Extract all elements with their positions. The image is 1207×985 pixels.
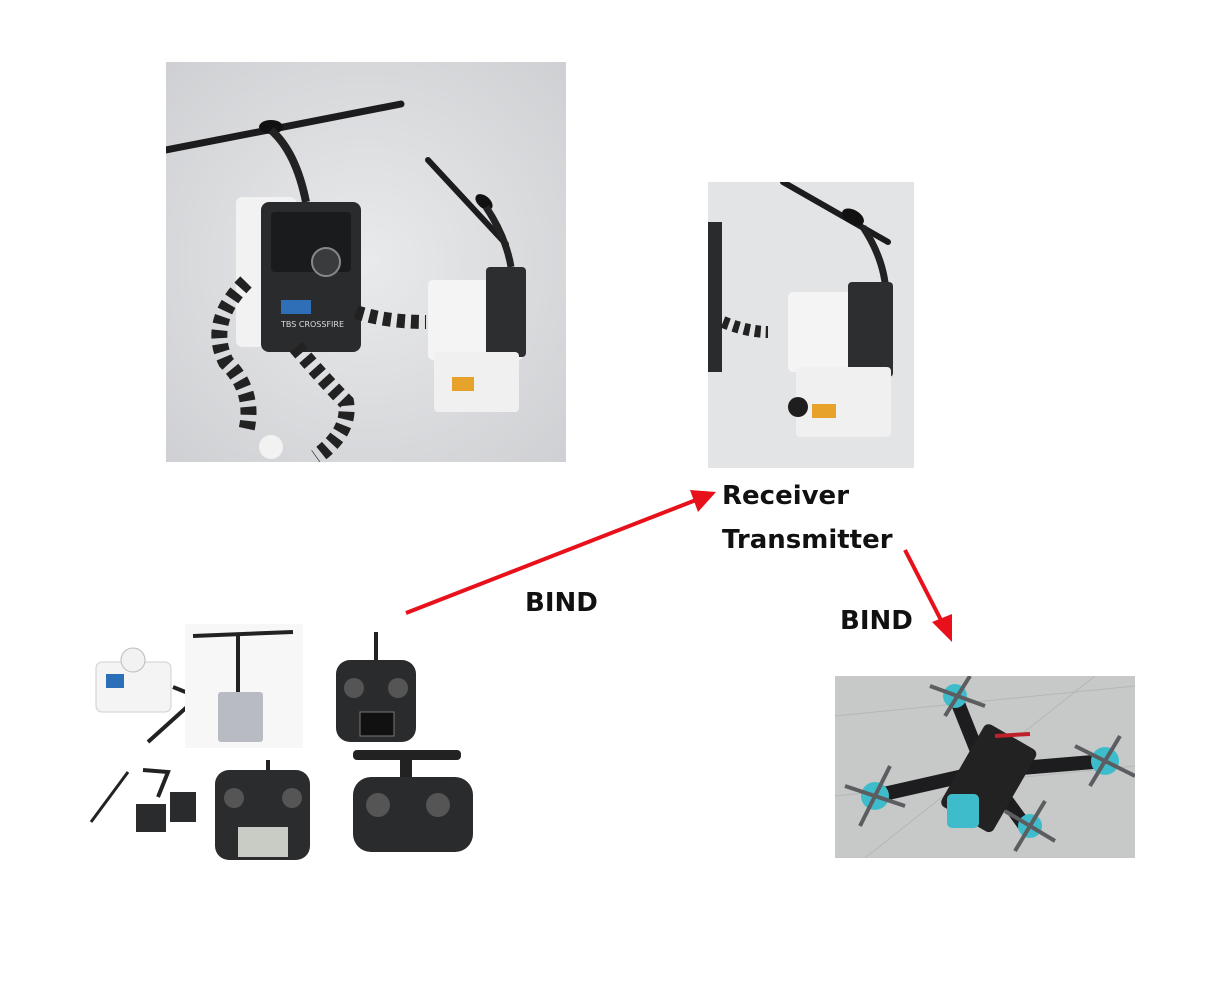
- receiver-closeup-photo: [708, 182, 914, 468]
- svg-text:TBS CROSSFIRE: TBS CROSSFIRE: [280, 320, 344, 329]
- receiver-label: Receiver: [722, 481, 850, 511]
- transmitter-label: Transmitter: [722, 525, 893, 555]
- bind-arrow-left-head: [690, 490, 716, 512]
- bind-arrow-right-head: [932, 614, 952, 642]
- tbs-crossfire-photo: TBS CROSSFIRE: [166, 62, 566, 462]
- bind-label-left: BIND: [525, 588, 598, 618]
- transmitters-collage: [88, 622, 478, 862]
- bind-label-right: BIND: [840, 606, 913, 636]
- fpv-drone-photo: [835, 676, 1135, 858]
